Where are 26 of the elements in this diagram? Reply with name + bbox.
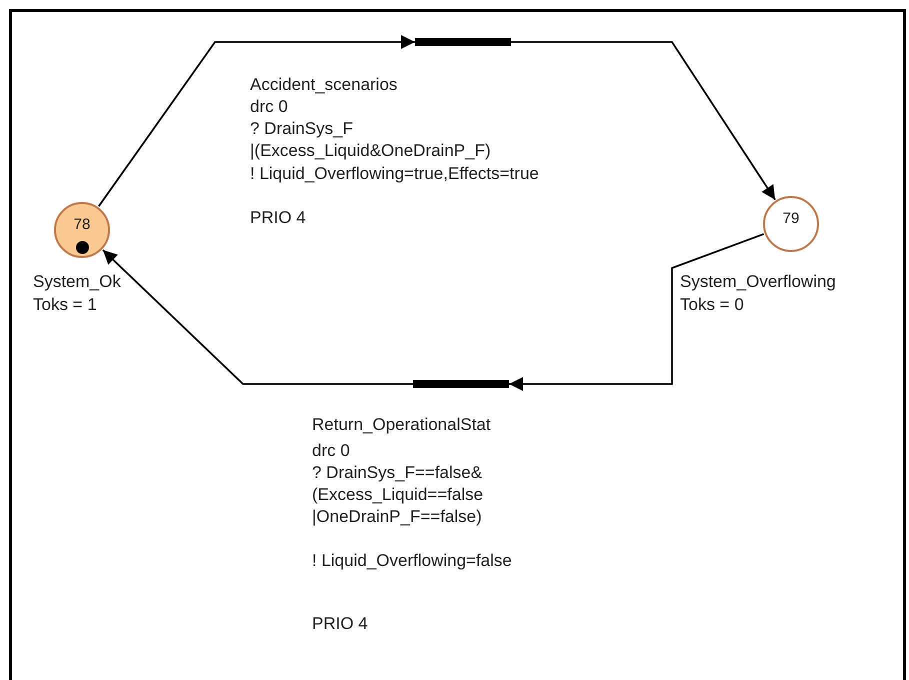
transition-label: ! Liquid_Overflowing=true,Effects=true <box>250 164 539 184</box>
place-number: 78 <box>74 217 90 233</box>
arc-arrow <box>98 35 415 207</box>
arc-arrow <box>511 41 776 200</box>
transition-label: PRIO 4 <box>250 208 306 228</box>
transition-bar <box>415 38 511 46</box>
transition-label: ! Liquid_Overflowing=false <box>312 551 512 571</box>
place-name: System_Overflowing <box>680 272 836 292</box>
transition-label: Accident_scenarios <box>250 75 398 95</box>
transition-label: |OneDrainP_F==false) <box>312 507 482 527</box>
place-number: 79 <box>782 211 800 227</box>
arc-arrow <box>102 249 413 385</box>
transition-bar <box>413 380 509 388</box>
transition-label: |(Excess_Liquid&OneDrainP_F) <box>250 141 491 161</box>
transition-label: PRIO 4 <box>312 614 368 634</box>
place-name: System_Ok <box>33 272 121 292</box>
token-count: Toks = 1 <box>33 295 97 315</box>
transition-label: drc 0 <box>312 441 350 461</box>
transition-label: (Excess_Liquid==false <box>312 485 484 505</box>
place-circle <box>54 202 110 258</box>
transition-label: Return_OperationalStat <box>312 415 491 435</box>
transition-label: drc 0 <box>250 97 288 117</box>
transition-label: ? DrainSys_F <box>250 119 353 139</box>
transition-label: ? DrainSys_F==false& <box>312 463 482 483</box>
arc-arrow <box>509 233 764 391</box>
token-count: Toks = 0 <box>680 295 744 315</box>
